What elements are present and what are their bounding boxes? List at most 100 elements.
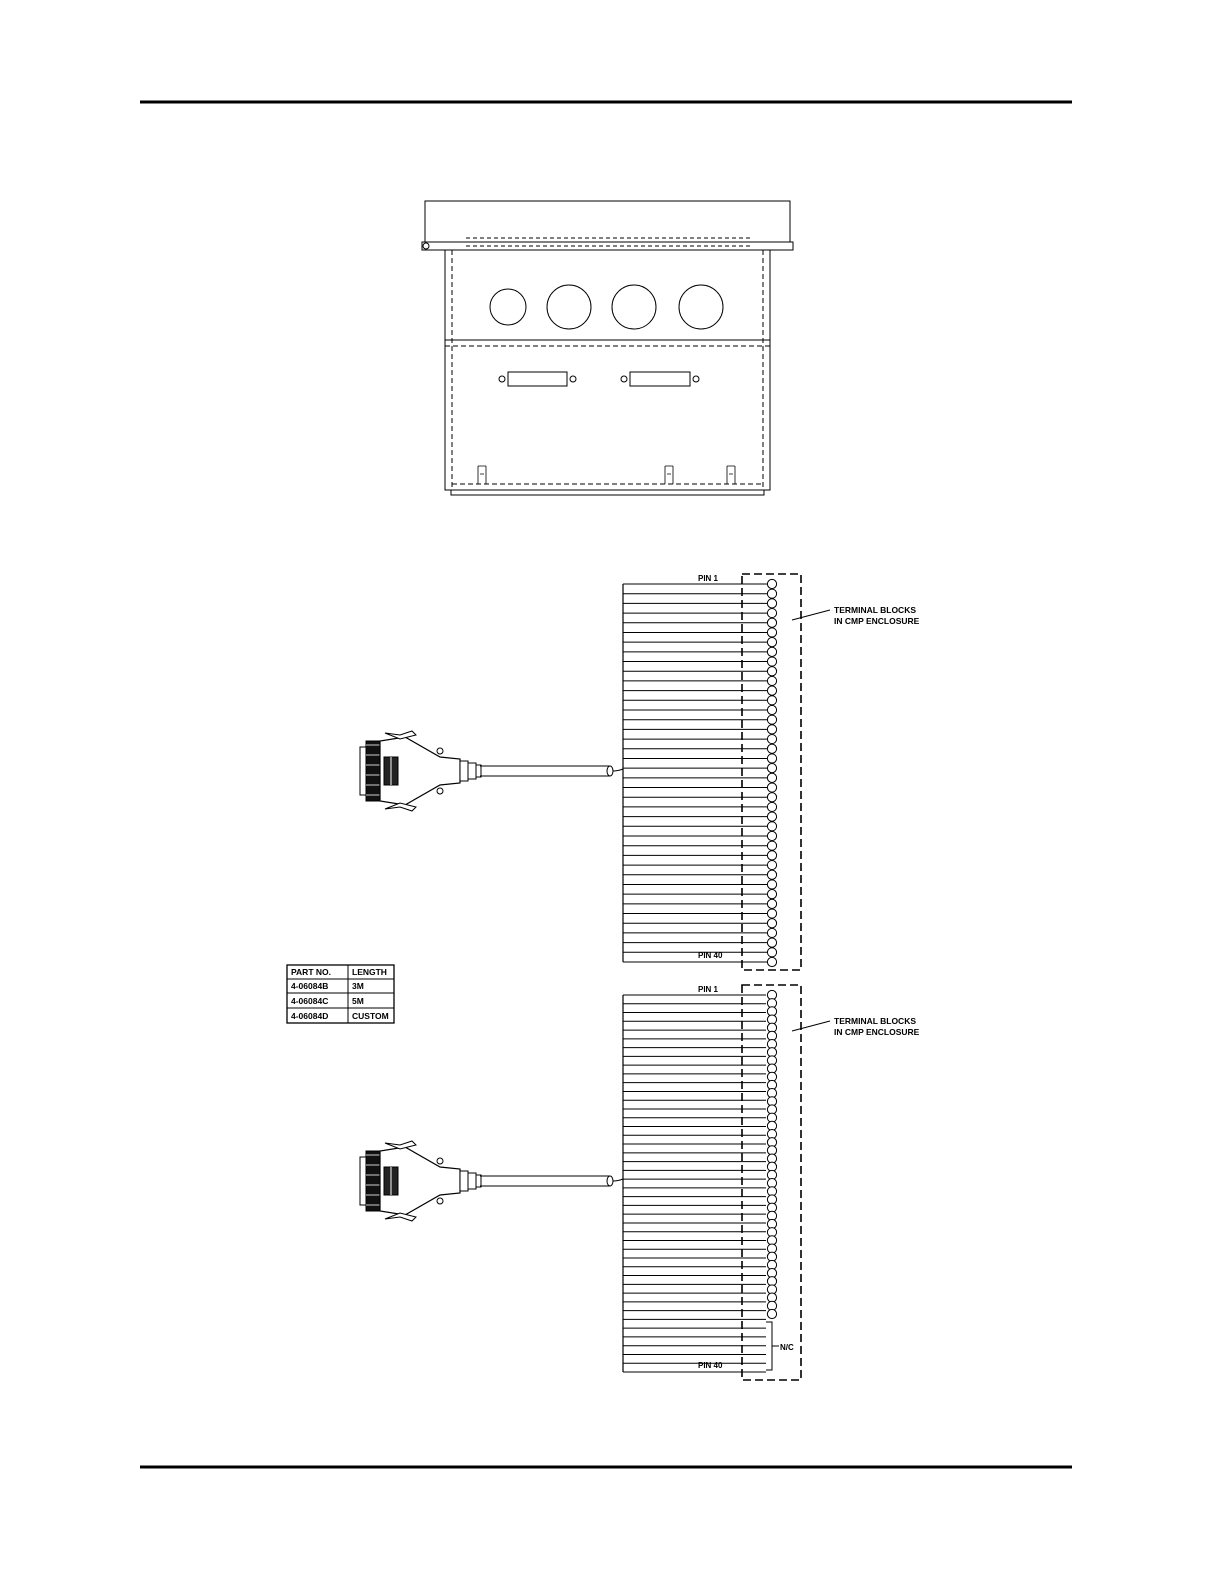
cable-assembly-1: PIN 1 PIN 40 TERMINAL BLOCKS IN CMP ENCL… <box>360 574 920 970</box>
connector-cutout <box>630 372 690 386</box>
terminal-block <box>767 812 776 821</box>
callout-line-2: IN CMP ENCLOSURE <box>834 616 920 626</box>
cable-breakout <box>613 769 623 771</box>
connector-cutout <box>508 372 567 386</box>
terminal-block <box>767 948 776 957</box>
terminal-block <box>767 657 776 666</box>
strain-relief <box>476 765 481 777</box>
hood-screw <box>437 748 443 754</box>
terminal-block <box>767 647 776 656</box>
terminal-block <box>767 744 776 753</box>
terminal-block <box>767 822 776 831</box>
terminal-block <box>767 628 776 637</box>
cable-gland-hole <box>612 285 656 329</box>
hood-screw <box>437 1198 443 1204</box>
cable-breakout <box>613 1179 623 1181</box>
terminal-block <box>767 754 776 763</box>
cable-assembly-2: PIN 1 PIN 40 TERMINAL BLOCKS IN CMP ENCL… <box>360 985 920 1380</box>
strain-relief <box>460 1171 468 1191</box>
jackscrew-bottom <box>385 1213 416 1221</box>
terminal-block <box>767 957 776 966</box>
terminal-block <box>767 831 776 840</box>
cable-end <box>607 766 613 776</box>
terminal-block <box>767 686 776 695</box>
table-cell-length: 3M <box>352 981 364 991</box>
terminal-block <box>767 880 776 889</box>
terminal-block <box>767 860 776 869</box>
part-number-table: PART NO. LENGTH 4-06084B 3M 4-06084C 5M … <box>287 965 394 1023</box>
terminal-block <box>767 696 776 705</box>
callout-leader <box>792 1021 830 1031</box>
terminal-blocks-1 <box>767 579 776 966</box>
cable-end <box>607 1176 613 1186</box>
pin-first-label: PIN 1 <box>698 985 719 994</box>
nc-bracket <box>766 1322 779 1370</box>
terminal-block <box>767 705 776 714</box>
wire-bundle-1 <box>480 584 772 962</box>
terminal-block <box>767 1309 776 1318</box>
hood-screw <box>437 1158 443 1164</box>
terminal-block <box>767 793 776 802</box>
enclosure-body <box>445 250 770 490</box>
terminal-block <box>767 773 776 782</box>
table-cell-part: 4-06084C <box>291 996 328 1006</box>
cable-gland-hole <box>490 289 526 325</box>
terminal-block <box>767 783 776 792</box>
terminal-block <box>767 608 776 617</box>
terminal-block <box>767 938 776 947</box>
terminal-block <box>767 725 776 734</box>
jackscrew-top <box>385 1141 416 1149</box>
terminal-block <box>767 919 776 928</box>
connector-face <box>360 747 366 795</box>
table-cell-length: CUSTOM <box>352 1011 389 1021</box>
terminal-block <box>767 734 776 743</box>
terminal-block <box>767 618 776 627</box>
d-sub-connector <box>360 1141 481 1221</box>
enclosure-front-view <box>422 201 793 495</box>
cable-gland-hole <box>547 285 591 329</box>
table-cell-part: 4-06084B <box>291 981 328 991</box>
jackscrew-bottom <box>385 803 416 811</box>
pin-first-label: PIN 1 <box>698 574 719 583</box>
connector-shell <box>366 1151 380 1211</box>
connector-shell <box>366 741 380 801</box>
table-cell-part: 4-06084D <box>291 1011 328 1021</box>
terminal-block <box>767 715 776 724</box>
terminal-block <box>767 676 776 685</box>
enclosure-lid <box>425 201 790 242</box>
strain-relief <box>468 763 476 779</box>
table-header-part-no: PART NO. <box>291 967 331 977</box>
terminal-block <box>767 851 776 860</box>
strain-relief <box>476 1175 481 1187</box>
d-sub-connector <box>360 731 481 811</box>
wire-bundle-2 <box>480 995 766 1372</box>
terminal-block <box>767 909 776 918</box>
hood-screw <box>437 788 443 794</box>
callout-line-1: TERMINAL BLOCKS <box>834 1016 916 1026</box>
strain-relief <box>460 761 468 781</box>
terminal-block <box>767 599 776 608</box>
pin-last-label: PIN 40 <box>698 1361 723 1370</box>
jackscrew-top <box>385 731 416 739</box>
terminal-blocks-2 <box>767 990 776 1318</box>
cable-gland-hole <box>679 285 723 329</box>
terminal-block <box>767 928 776 937</box>
callout-line-2: IN CMP ENCLOSURE <box>834 1027 920 1037</box>
callout-line-1: TERMINAL BLOCKS <box>834 605 916 615</box>
terminal-block <box>767 764 776 773</box>
nc-label: N/C <box>780 1343 794 1352</box>
strain-relief <box>468 1173 476 1189</box>
terminal-block <box>767 899 776 908</box>
connector-face <box>360 1157 366 1205</box>
terminal-block <box>767 841 776 850</box>
table-header-length: LENGTH <box>352 967 387 977</box>
terminal-block <box>767 579 776 588</box>
pin-last-label: PIN 40 <box>698 951 723 960</box>
terminal-block <box>767 638 776 647</box>
terminal-block <box>767 890 776 899</box>
table-cell-length: 5M <box>352 996 364 1006</box>
terminal-block <box>767 802 776 811</box>
terminal-block <box>767 870 776 879</box>
